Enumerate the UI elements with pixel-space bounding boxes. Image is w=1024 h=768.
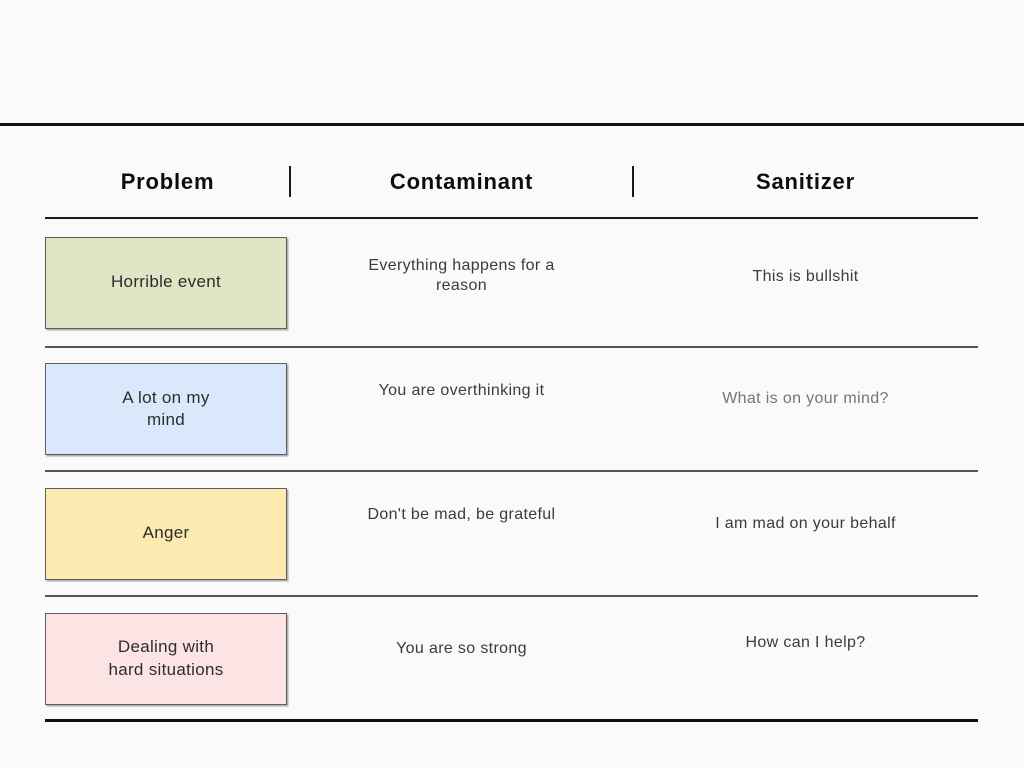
table-row: A lot on my mind You are overthinking it… [45,348,978,470]
sanitizer-cell: I am mad on your behalf [715,514,896,532]
header-divider-bar [289,166,291,197]
problem-box-horrible-event: Horrible event [45,236,287,329]
column-header-problem: Problem [120,169,215,194]
table-row: Horrible event Everything happens for a … [45,219,978,346]
problem-label: Anger [142,523,190,543]
problem-label: Horrible event [110,272,222,292]
contaminant-cell: You are overthinking it [378,382,545,400]
problem-box-anger: Anger [45,487,287,580]
row-separator-line [45,595,978,597]
column-header-contaminant: Contaminant [389,169,534,194]
problem-box-a-lot-on-my-mind: A lot on my mind [45,363,287,455]
problem-box-dealing-with-hard-situations: Dealing with hard situations [45,612,287,705]
row-separator-line [45,470,978,472]
sanitizer-cell: How can I help? [745,633,866,651]
header-underline [45,217,978,219]
header-cell-sanitizer: Sanitizer [633,169,978,195]
problem-label: A lot on my mind [122,387,210,429]
sanitizer-cell: What is on your mind? [722,390,889,408]
row-separator-line [45,346,978,348]
contaminant-cell: Everything happens for a reason [368,256,555,294]
problem-label: Dealing with hard situations [108,637,224,679]
sanitizer-cell: This is bullshit [752,267,859,285]
column-header-sanitizer: Sanitizer [756,169,855,194]
contaminant-cell: You are so strong [396,639,527,657]
contaminant-cell: Don't be mad, be grateful [367,505,556,523]
table-row: Anger Don't be mad, be grateful I am mad… [45,472,978,595]
header-cell-contaminant: Contaminant [290,169,633,195]
table-row: Dealing with hard situations You are so … [45,598,978,719]
table-header-row: Problem Contaminant Sanitizer [45,158,978,206]
header-cell-problem: Problem [45,169,290,195]
bottom-divider-line [45,719,978,722]
top-divider-line [0,123,1024,126]
header-divider-bar [632,166,634,197]
